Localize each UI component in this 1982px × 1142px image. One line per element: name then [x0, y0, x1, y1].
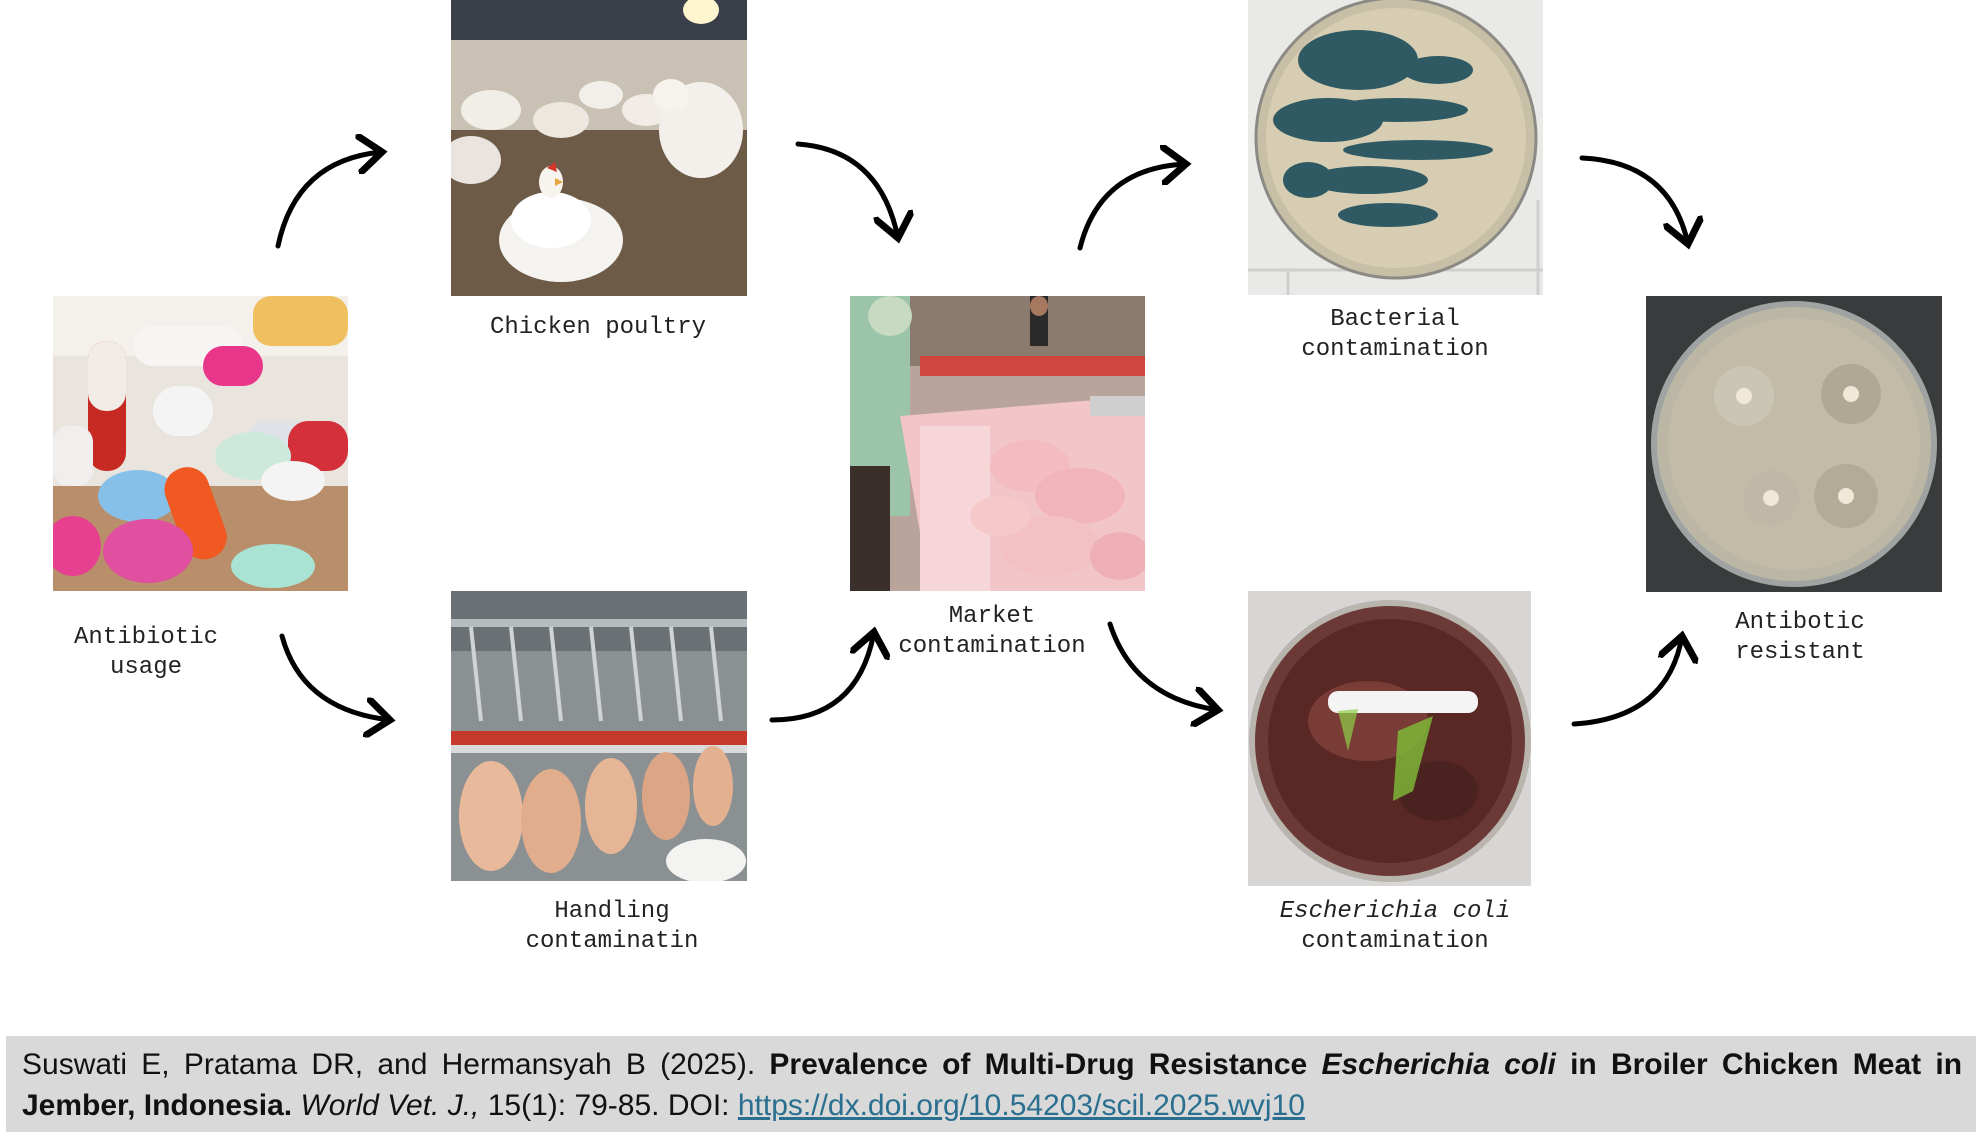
- chicken-farm-photo: [451, 0, 747, 296]
- slaughter-line-photo: [451, 591, 747, 881]
- citation-title-part2: in Broiler Chicken Meat in Jember, Indon…: [22, 1048, 1963, 1122]
- arrow-market-to-bacterial: [1077, 164, 1186, 251]
- citation-bar: Suswati E, Pratama DR, and Hermansyah B …: [6, 1036, 1976, 1132]
- label-line: Antibiotic: [73, 624, 219, 651]
- citation-title-part1: Prevalence of Multi-Drug Resistance: [769, 1048, 1308, 1081]
- citation-title-italic: Escherichia coli: [1321, 1048, 1556, 1081]
- bacterial-petri-dish-photo: [1248, 0, 1543, 295]
- arrow-antibiotic-to-handling: [279, 633, 390, 720]
- label-line: Chicken poultry: [489, 314, 707, 341]
- label-line: contamination: [898, 633, 1086, 660]
- medicine-pills-photo: [53, 296, 348, 591]
- arrow-bacterial-to-resistant: [1579, 155, 1688, 244]
- meat-market-photo: [850, 296, 1145, 591]
- label-line: usage: [109, 654, 182, 681]
- label-line: contamination: [1301, 928, 1489, 955]
- label-line: Market: [948, 603, 1036, 630]
- label-chicken-poultry: Chicken poultry: [448, 313, 748, 343]
- label-antibiotic-usage: Antibiotic usage: [46, 623, 246, 683]
- citation-journal: World Vet. J.,: [300, 1089, 480, 1122]
- label-market: Market contamination: [842, 602, 1142, 662]
- label-line: Handling: [554, 898, 670, 925]
- label-line: resistant: [1735, 639, 1865, 666]
- arrow-poultry-to-market: [795, 141, 898, 238]
- label-handling: Handling contaminatin: [462, 897, 762, 957]
- label-bacterial: Bacterial contamination: [1245, 305, 1545, 365]
- ecoli-petri-dish-photo: [1248, 591, 1531, 886]
- antibiotic-test-plate-photo: [1646, 296, 1942, 592]
- citation-title: Prevalence of Multi-Drug Resistance Esch…: [22, 1048, 1962, 1122]
- doi-link[interactable]: https://dx.doi.org/10.54203/scil.2025.wv…: [737, 1089, 1305, 1122]
- label-ecoli: Escherichia coli contamination: [1245, 897, 1545, 957]
- citation-authors: Suswati E, Pratama DR, and Hermansyah B …: [22, 1048, 756, 1081]
- citation-volume-pages: 15(1): 79-85. DOI:: [487, 1089, 730, 1122]
- label-line-italic: Escherichia coli: [1279, 898, 1511, 925]
- label-line: Antibotic: [1735, 609, 1865, 636]
- label-line: contamination: [1301, 336, 1489, 363]
- arrow-antibiotic-to-poultry: [275, 152, 382, 249]
- label-line: Bacterial: [1330, 306, 1460, 333]
- label-line: contaminatin: [525, 928, 699, 955]
- label-antibiotic-resistant: Antibotic resistant: [1650, 608, 1950, 668]
